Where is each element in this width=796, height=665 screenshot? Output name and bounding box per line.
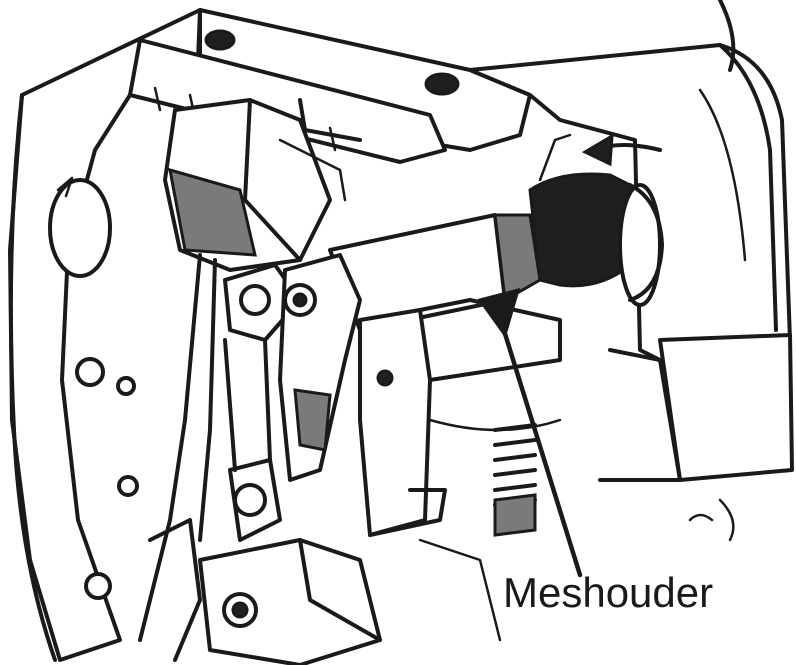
frame-hole [75,357,105,387]
top-cover [128,8,532,164]
meshouder-label: Meshouder [503,569,714,616]
frame-opening [48,178,112,278]
frame-hole [117,475,139,497]
cover-screw [204,29,236,51]
curved-arrow-icon [581,133,662,167]
arrow-icon [477,287,583,578]
side-frame-plate [8,8,202,662]
small-tick-mark [56,176,74,198]
link-arms [223,253,362,542]
frame-hole [84,572,112,600]
cover-screw [424,72,460,96]
needle-bar-housing [138,98,347,642]
lower-mechanism [148,518,502,665]
spring [493,423,537,537]
frame-hole [116,376,136,396]
